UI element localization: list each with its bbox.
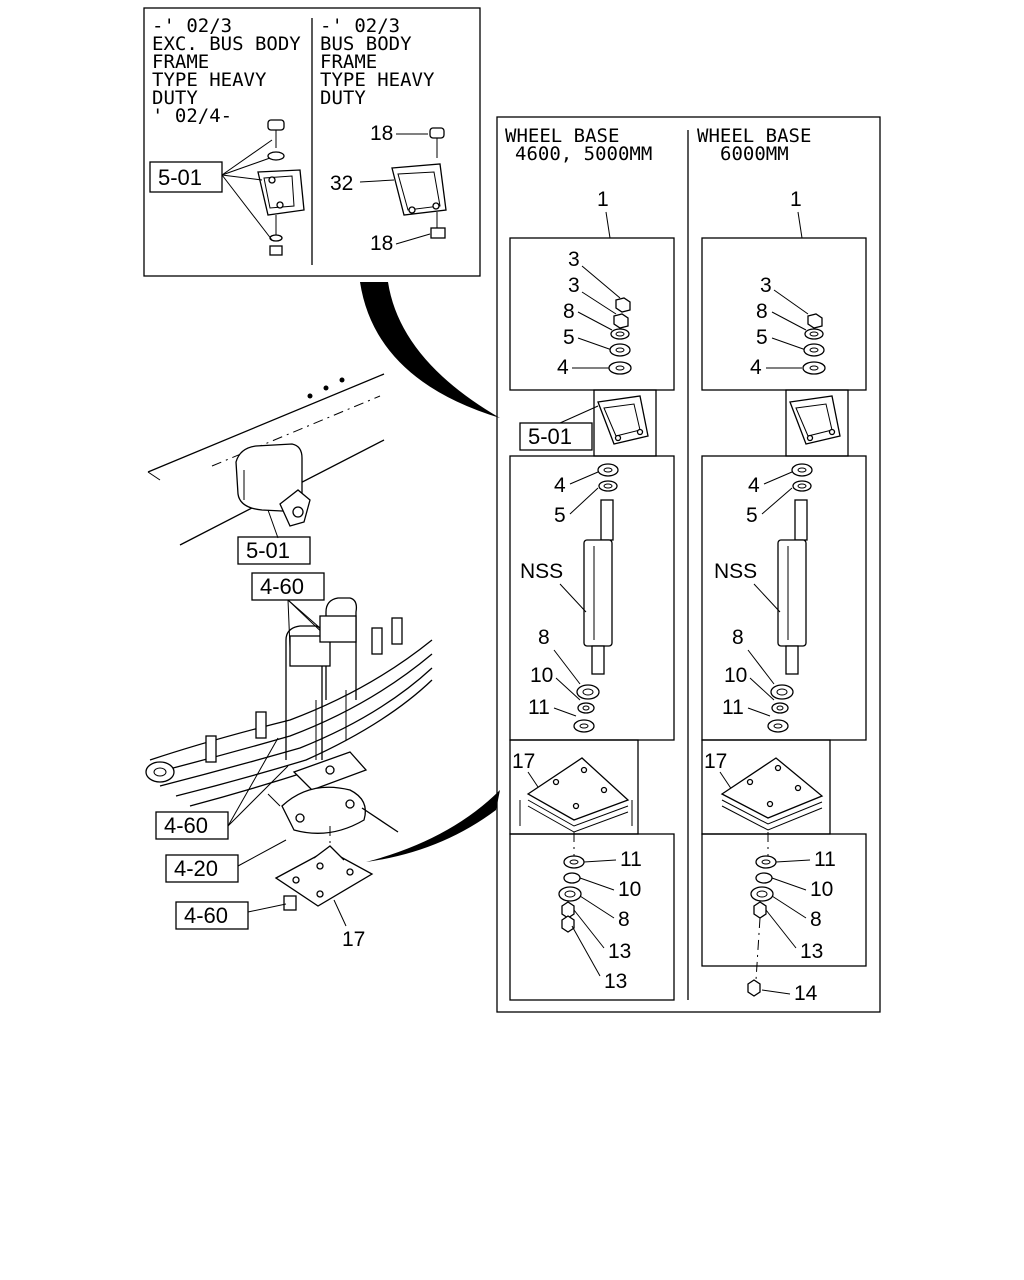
col-left-header-2: 4600, 5000MM <box>515 143 652 165</box>
leaf-spring-drawing <box>145 617 433 807</box>
col-left-top-label-4: 5 <box>563 326 575 349</box>
inset-left-line-2: EXC. BUS BODY <box>152 33 301 55</box>
col-left-shock-label: NSS <box>520 560 563 583</box>
nut-ref-box <box>175 901 249 930</box>
wheelbase-panel <box>496 116 881 1013</box>
col-right-mid-label-2: 5 <box>746 504 758 527</box>
col-left-plate-label: 17 <box>512 750 535 773</box>
col-left-top-label-2: 3 <box>568 274 580 297</box>
inset-ref-leaders <box>221 139 273 241</box>
col-right-lower-label-2: 10 <box>724 664 747 687</box>
column-6000: WHEEL BASE 6000MM 1 3 8 5 4 <box>697 125 867 1005</box>
plate-pointer <box>366 790 500 862</box>
col-left-plate-drawing <box>519 757 633 833</box>
col-right-lower-label-3: 11 <box>722 696 744 719</box>
inset-right-line-1: -' 02/3 <box>320 15 400 37</box>
bracket-ref-leader <box>267 509 279 539</box>
col-left-top-stack-drawing <box>608 297 632 375</box>
inset-right-callout-bottom-bolt: 18 <box>370 232 393 255</box>
inset-left-line-5: DUTY <box>152 87 198 109</box>
col-right-top-label-2: 8 <box>756 300 768 323</box>
col-left-lower-label-2: 10 <box>530 664 553 687</box>
spring-seat-drawing <box>267 751 399 911</box>
col-left-bottom-label-2: 10 <box>618 878 641 901</box>
inset-right-line-4: TYPE HEAVY <box>320 69 435 91</box>
col-right-mid-label-1: 4 <box>748 474 760 497</box>
col-left-top-label-1: 3 <box>568 248 580 271</box>
col-right-header-1: WHEEL BASE <box>697 125 811 147</box>
plate-ref-box <box>165 854 239 883</box>
inset-left-line-1: -' 02/3 <box>152 15 232 37</box>
col-right-shock-label: NSS <box>714 560 757 583</box>
ubolt-ref-label: 4-60 <box>260 574 304 599</box>
col-right-bottom-label-1: 11 <box>814 848 836 871</box>
col-right-shock-drawing <box>777 499 808 675</box>
overview-plate-label: 17 <box>342 928 365 951</box>
col-right-top-label-4: 4 <box>750 356 762 379</box>
col-left-bracket-ref-box <box>519 422 593 451</box>
inset-left-line-4: TYPE HEAVY <box>152 69 267 91</box>
col-left-lower-label-1: 8 <box>538 626 550 649</box>
col-right-plate-label: 17 <box>704 750 727 773</box>
bracket-ref-label: 5-01 <box>246 538 290 563</box>
col-right-header-2: 6000MM <box>720 143 789 165</box>
col-left-mid-label-1: 4 <box>554 474 566 497</box>
inset-box: -' 02/3 EXC. BUS BODY FRAME TYPE HEAVY D… <box>143 7 481 277</box>
bracket-drawing <box>235 443 311 527</box>
col-right-bracket-drawing <box>789 395 841 445</box>
col-right-nut-label: 14 <box>794 982 818 1005</box>
col-left-bracket-drawing <box>597 395 649 445</box>
col-right-assembly-label: 1 <box>790 188 802 211</box>
inset-right-line-3: FRAME <box>320 51 377 73</box>
nut-ref-label: 4-60 <box>184 903 228 928</box>
col-right-top-stack-drawing <box>802 313 826 375</box>
col-left-shock-drawing <box>583 499 614 675</box>
col-left-top-label-3: 8 <box>563 300 575 323</box>
inset-ref-label: 5-01 <box>158 165 202 190</box>
inset-left-notes: -' 02/3 EXC. BUS BODY FRAME TYPE HEAVY D… <box>152 15 301 127</box>
inset-pointer <box>360 282 500 418</box>
col-left-lower-label-3: 11 <box>528 696 550 719</box>
col-left-bottom-label-1: 11 <box>620 848 642 871</box>
col-right-top-label-3: 5 <box>756 326 768 349</box>
inset-right-line-2: BUS BODY <box>320 33 412 55</box>
plate-ref-label: 4-20 <box>174 856 218 881</box>
ubolt-lower-ref-label: 4-60 <box>164 813 208 838</box>
col-left-bottom-label-5: 13 <box>604 970 627 993</box>
inset-left-line-6: ' 02/4- <box>152 105 232 127</box>
col-right-bottom-label-3: 8 <box>810 908 822 931</box>
col-right-top-label-1: 3 <box>760 274 772 297</box>
col-right-bottom-label-2: 10 <box>810 878 833 901</box>
inset-right-line-5: DUTY <box>320 87 366 109</box>
u-bolt-drawing <box>285 597 358 760</box>
inset-right-callout-bracket: 32 <box>330 172 353 195</box>
col-left-mid-label-2: 5 <box>554 504 566 527</box>
col-right-plate-drawing <box>720 757 824 831</box>
inset-right-callout-top-bolt: 18 <box>370 122 393 145</box>
col-left-bottom-label-3: 8 <box>618 908 630 931</box>
column-4600-5000: WHEEL BASE 4600, 5000MM 1 3 3 8 5 4 <box>505 125 675 1001</box>
inset-left-bracket-drawing <box>257 119 305 256</box>
inset-ref-box <box>149 161 223 193</box>
col-left-bottom-label-4: 13 <box>608 940 631 963</box>
col-left-assembly-label: 1 <box>597 188 609 211</box>
col-right-bottom-label-4: 13 <box>800 940 823 963</box>
inset-right-notes: -' 02/3 BUS BODY FRAME TYPE HEAVY DUTY <box>320 15 435 109</box>
bracket-ref-box <box>237 536 311 565</box>
col-right-lower-label-1: 8 <box>732 626 744 649</box>
col-left-header-1: WHEEL BASE <box>505 125 619 147</box>
col-left-bracket-ref-label: 5-01 <box>528 424 572 449</box>
inset-right-bracket-drawing <box>391 127 447 239</box>
col-left-top-label-5: 4 <box>557 356 569 379</box>
inset-left-line-3: FRAME <box>152 51 209 73</box>
